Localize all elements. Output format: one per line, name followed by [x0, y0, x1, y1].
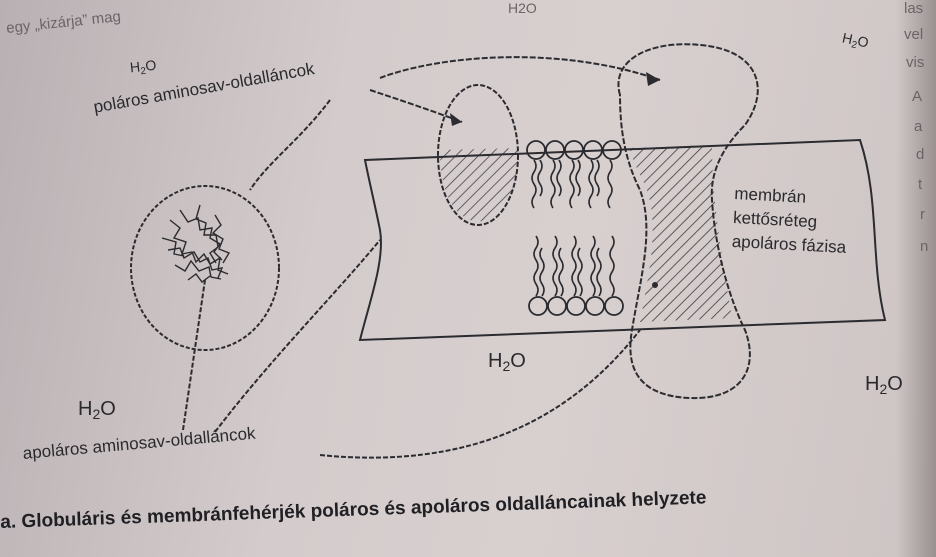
- right-edge-text-5: a: [914, 118, 923, 135]
- right-edge-text-2: vel: [904, 26, 924, 43]
- right-edge-text-1: las: [904, 0, 924, 17]
- h2o-label-bottom-right: H2O: [865, 373, 903, 398]
- membrane-label: membrán kettősréteg apoláros fázisa: [731, 182, 849, 260]
- lipid-heads-top: [526, 140, 622, 160]
- right-edge-text-4: A: [912, 88, 923, 105]
- lipid-heads-bottom: [528, 296, 624, 316]
- h2o-label-middle: H2O: [488, 350, 526, 375]
- right-edge-text-9: n: [920, 238, 929, 255]
- right-edge-text-3: vis: [906, 54, 925, 71]
- page-shadow: [896, 0, 936, 557]
- h2o-label-top-left: H2O: [129, 56, 158, 78]
- transmembrane-protein-outline: [617, 43, 759, 400]
- h2o-label-bottom-left: H2O: [78, 398, 116, 423]
- lipid-tails-bottom: [533, 235, 615, 297]
- top-h2o-fragment: H2O: [508, 0, 537, 16]
- lipid-tails-top: [531, 159, 613, 209]
- apolar-core-cluster: [161, 204, 231, 283]
- right-edge-text-6: d: [916, 146, 925, 163]
- right-edge-text-8: r: [920, 206, 925, 223]
- globular-protein-outline: [130, 185, 280, 351]
- membrane-outline: [358, 138, 887, 342]
- right-edge-text-7: t: [918, 176, 923, 193]
